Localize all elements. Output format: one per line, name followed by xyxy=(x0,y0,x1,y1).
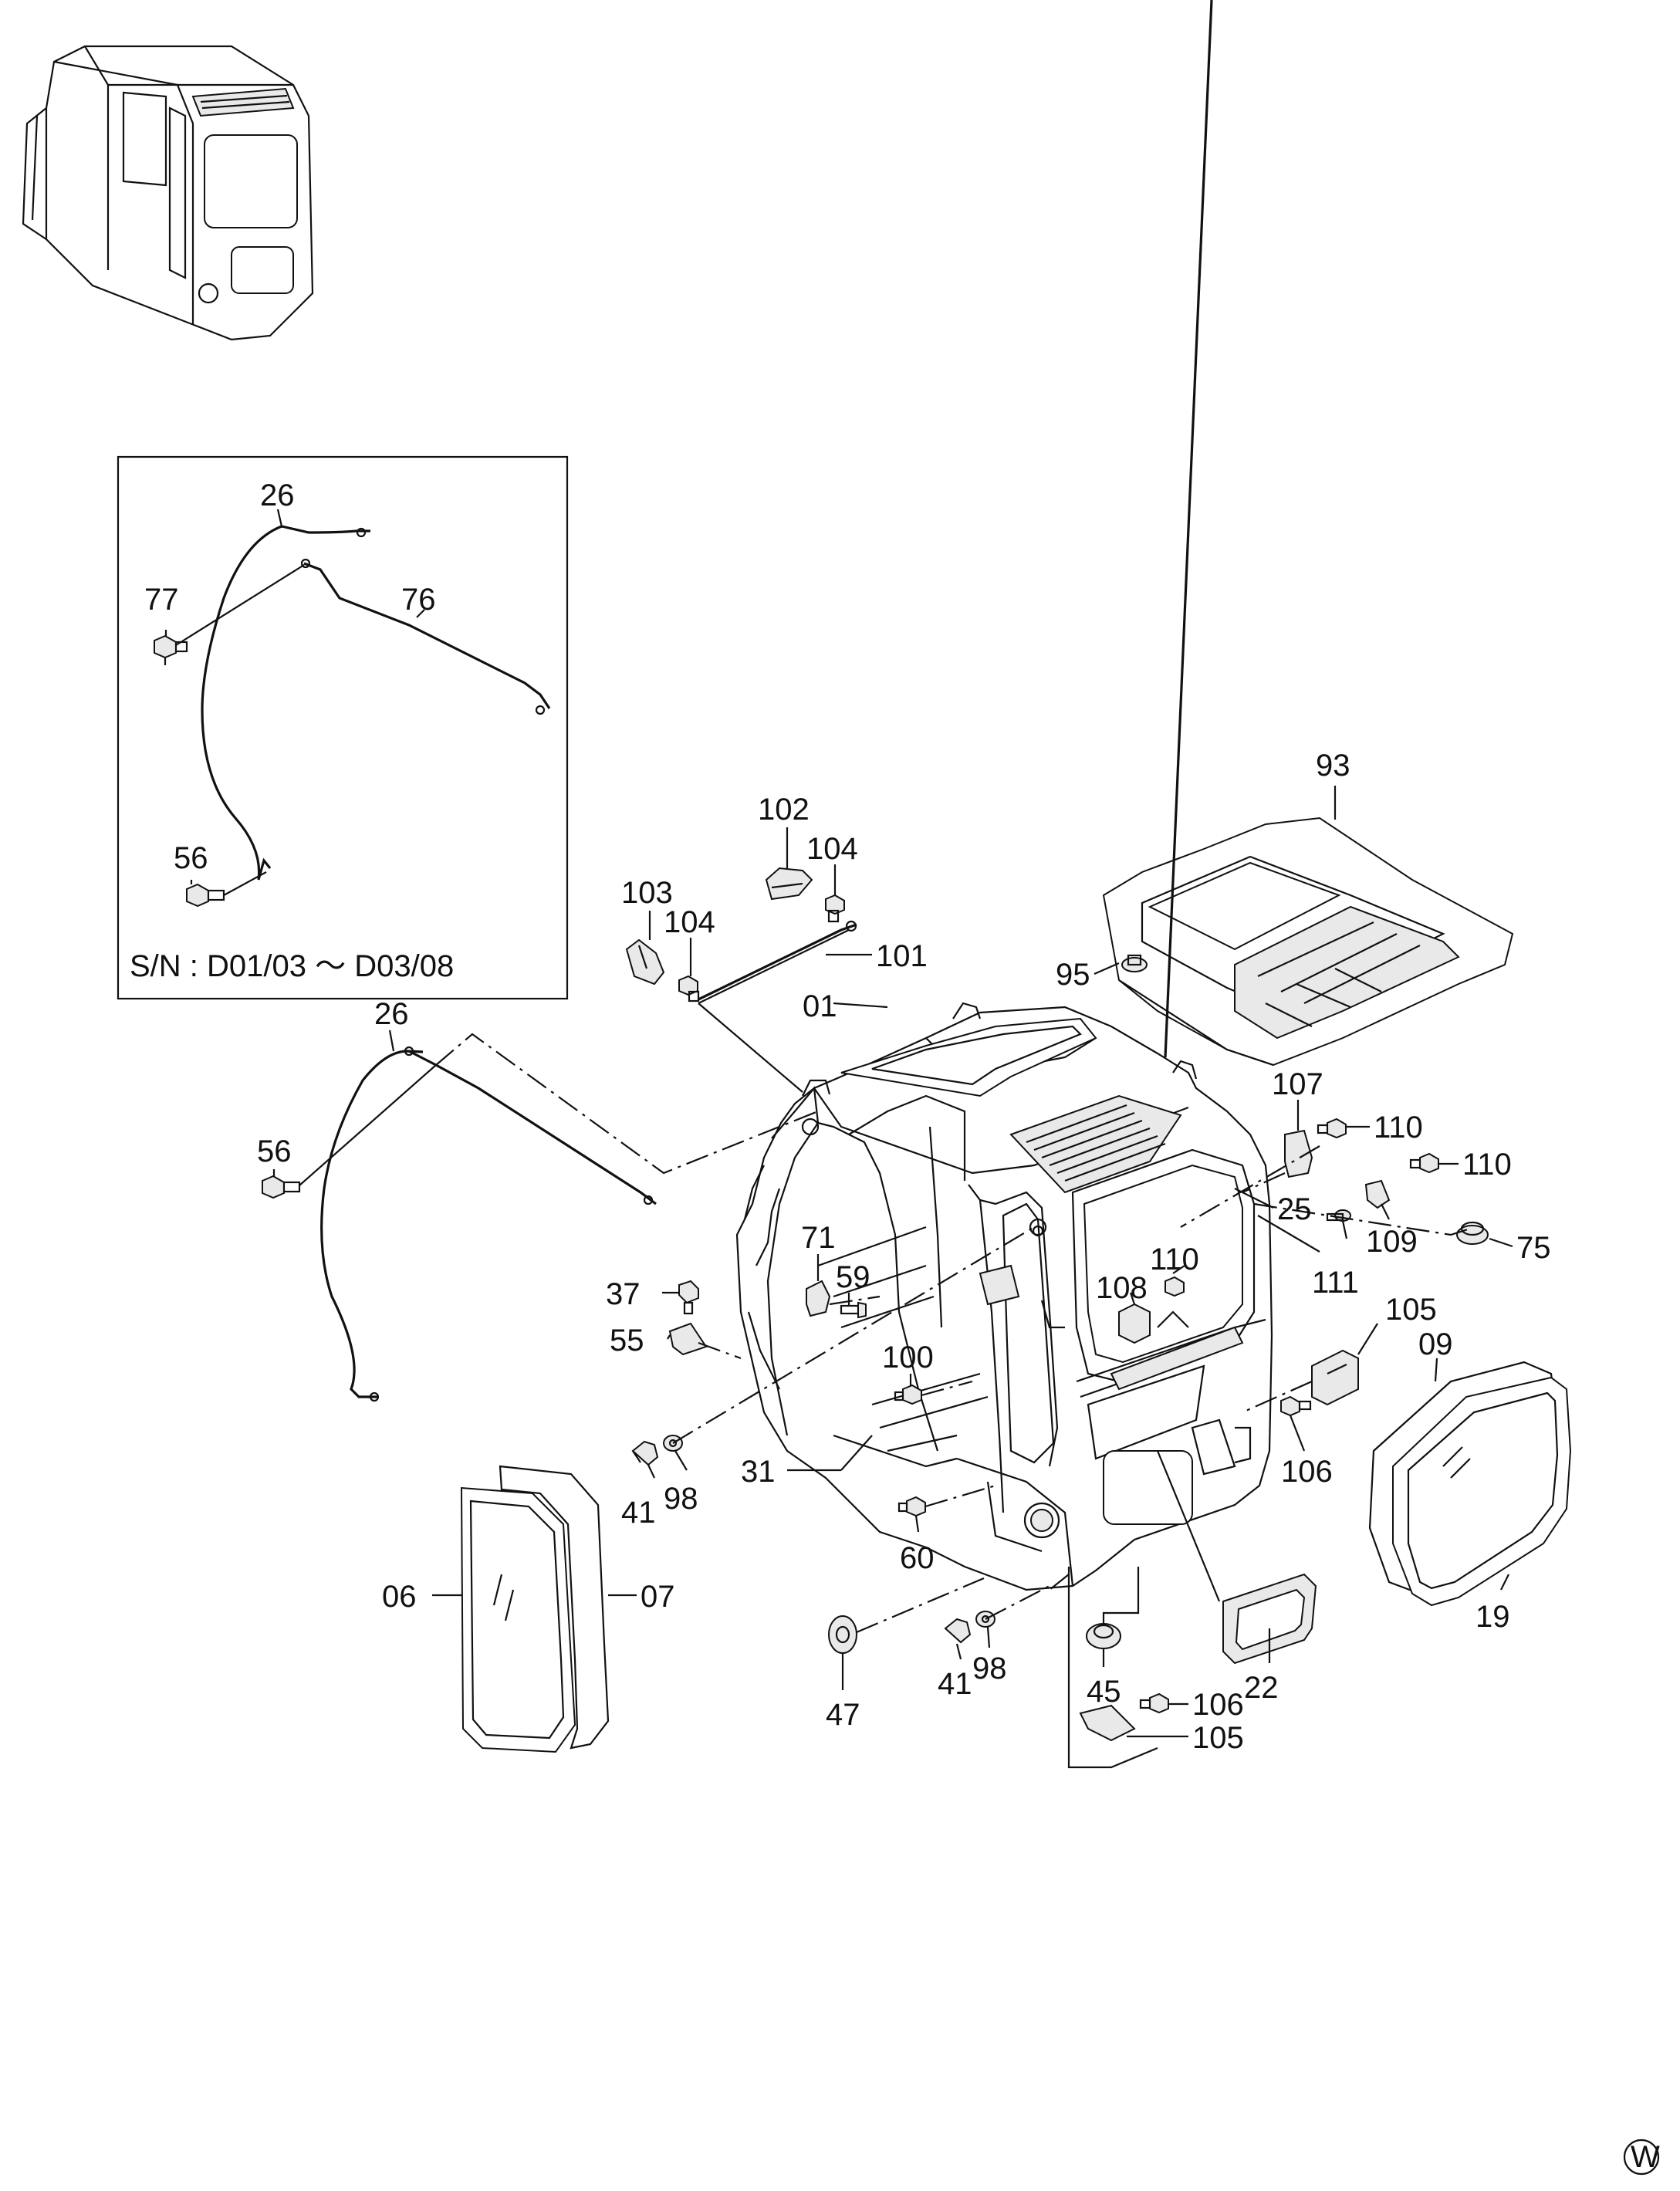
glass-19 xyxy=(1392,1376,1572,1607)
callout-103: 103 xyxy=(621,876,673,910)
bolt-110-b xyxy=(1409,1152,1439,1174)
bracket-107 xyxy=(1284,1129,1313,1178)
plug-41-a xyxy=(631,1440,659,1466)
callout-110-b: 110 xyxy=(1462,1148,1512,1182)
roof-cover-93 xyxy=(1102,0,1514,1067)
bracket-55 xyxy=(668,1322,708,1356)
callout-111: 111 xyxy=(1312,1266,1359,1300)
watermark-badge: W xyxy=(1623,2139,1660,2176)
callout-60: 60 xyxy=(900,1541,935,1575)
cover-103 xyxy=(625,938,665,986)
callout-47: 47 xyxy=(826,1698,860,1732)
callout-93: 93 xyxy=(1316,749,1350,783)
bolt-60 xyxy=(897,1496,926,1517)
bolt-106-b xyxy=(1139,1692,1169,1714)
callout-100: 100 xyxy=(882,1341,934,1374)
callout-101: 101 xyxy=(876,939,928,973)
leader-lines xyxy=(272,786,1513,1769)
callout-25: 25 xyxy=(1277,1192,1312,1226)
bolt-110-a xyxy=(1317,1117,1347,1139)
callout-56: 56 xyxy=(257,1134,292,1168)
callout-104-a: 104 xyxy=(806,832,858,866)
callout-106-a: 106 xyxy=(1281,1455,1333,1489)
callout-56-inset: 56 xyxy=(174,841,208,875)
callout-07: 07 xyxy=(641,1580,675,1614)
bolt-100 xyxy=(894,1384,922,1405)
callout-98-b: 98 xyxy=(972,1652,1007,1686)
callout-105-a: 105 xyxy=(1385,1293,1437,1327)
callout-108: 108 xyxy=(1096,1271,1148,1305)
callout-06: 06 xyxy=(382,1580,417,1614)
grommet-45 xyxy=(1086,1623,1121,1649)
bolt-106-a xyxy=(1280,1395,1312,1417)
callout-55: 55 xyxy=(610,1324,644,1358)
grommet-75 xyxy=(1456,1221,1489,1245)
cable-26 xyxy=(320,1046,657,1402)
inset-part-26 xyxy=(201,525,370,881)
callout-110-c: 110 xyxy=(1150,1243,1199,1276)
thumbnail-cab xyxy=(22,45,314,341)
callout-26: 26 xyxy=(374,997,409,1031)
callout-31: 31 xyxy=(741,1455,776,1489)
inset-box xyxy=(117,455,569,1000)
callout-59: 59 xyxy=(836,1260,870,1294)
callout-22: 22 xyxy=(1244,1671,1279,1705)
bracket-105-b xyxy=(1079,1704,1136,1742)
strap-101 xyxy=(698,920,857,1004)
bolt-104-b xyxy=(678,975,700,1003)
callout-105-b: 105 xyxy=(1192,1721,1244,1755)
clip-109 xyxy=(1364,1179,1391,1209)
watermark-letter: W xyxy=(1631,2140,1660,2174)
callout-110-a: 110 xyxy=(1374,1111,1423,1145)
cover-102 xyxy=(765,867,813,901)
callout-26-inset: 26 xyxy=(260,478,295,512)
cap-47 xyxy=(828,1615,857,1654)
bracket-105-a xyxy=(1311,1349,1359,1406)
seal-22 xyxy=(1222,1573,1317,1665)
seal-07 xyxy=(499,1465,610,1750)
callout-107: 107 xyxy=(1272,1067,1323,1101)
callout-labels: 26 77 76 56 93 102 104 103 104 101 95 01… xyxy=(144,478,1551,1755)
glass-06 xyxy=(460,1486,576,1753)
callout-01: 01 xyxy=(803,989,837,1023)
callout-77: 77 xyxy=(144,583,179,617)
callout-19: 19 xyxy=(1475,1600,1510,1634)
callout-71: 71 xyxy=(801,1221,836,1255)
callout-104-b: 104 xyxy=(664,905,715,939)
callout-102: 102 xyxy=(758,793,810,827)
inset-bolt-56 xyxy=(186,883,225,908)
grommet-95 xyxy=(1121,954,1148,972)
callout-109: 109 xyxy=(1366,1225,1418,1259)
bolt-110-c xyxy=(1165,1276,1185,1297)
inset-serial-note: S/N : D01/03 〜 D03/08 xyxy=(130,949,454,983)
callout-75: 75 xyxy=(1516,1231,1551,1265)
bolt-104-a xyxy=(825,894,845,923)
bracket-71 xyxy=(806,1280,831,1317)
bolt-59 xyxy=(840,1301,867,1319)
knob-108 xyxy=(1118,1303,1189,1344)
callout-98-a: 98 xyxy=(664,1482,698,1516)
callout-09: 09 xyxy=(1418,1327,1453,1361)
bolt-56 xyxy=(262,1175,301,1199)
bolt-37 xyxy=(678,1280,699,1315)
callout-37: 37 xyxy=(606,1277,641,1311)
callout-41-b: 41 xyxy=(938,1667,972,1701)
callout-76: 76 xyxy=(401,583,436,617)
callout-106-b: 106 xyxy=(1192,1688,1244,1722)
plug-41-b xyxy=(944,1618,972,1644)
inset-part-76 xyxy=(303,562,551,709)
inset-bolt-77 xyxy=(154,634,188,665)
callout-41-a: 41 xyxy=(621,1496,656,1530)
callout-45: 45 xyxy=(1087,1675,1121,1709)
callout-95: 95 xyxy=(1056,958,1090,992)
